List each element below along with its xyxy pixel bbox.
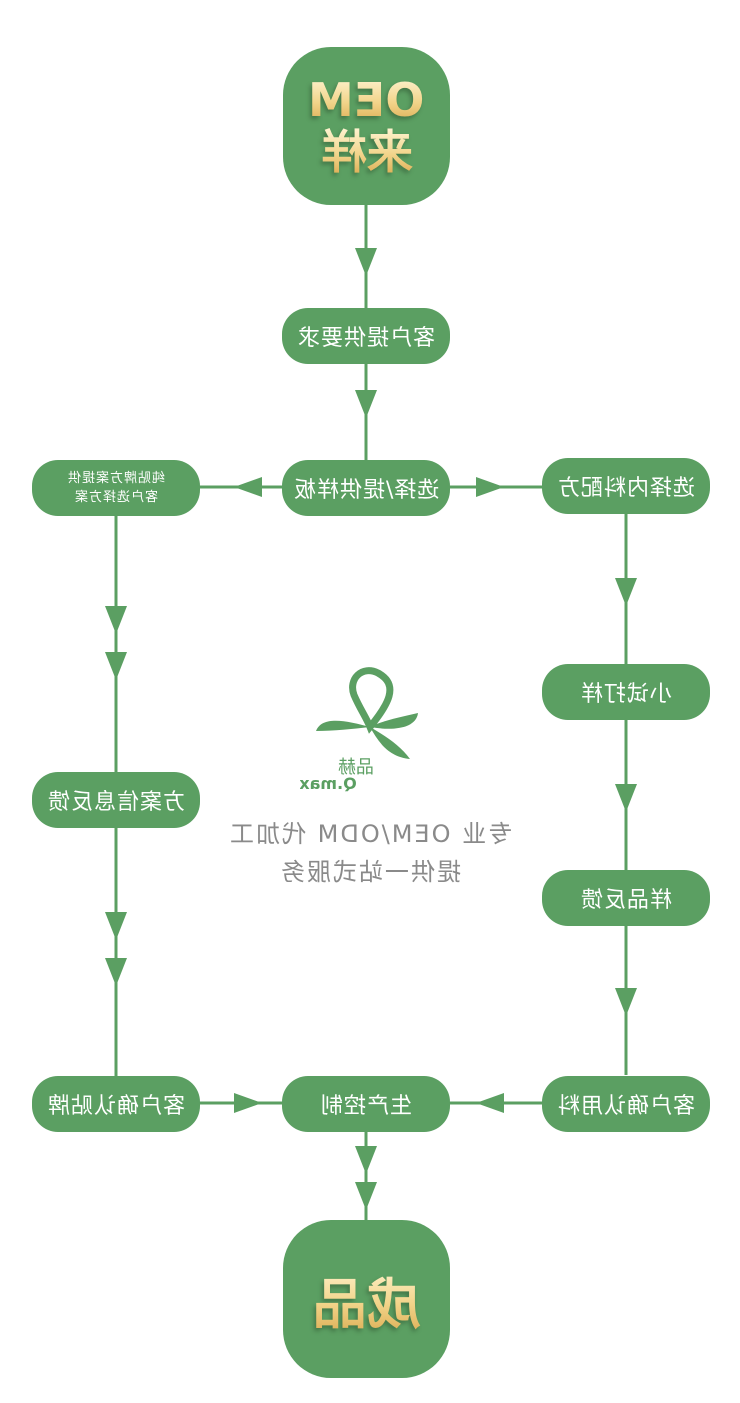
step-select-formula: 选择内料配方 — [542, 458, 710, 514]
arrow-down-icon — [105, 606, 127, 634]
arrow-down-icon — [355, 248, 377, 276]
step-select-sample: 选择/提供样板 — [282, 460, 450, 516]
step-label: 客户确认贴牌 — [46, 1094, 185, 1119]
arrow-down-icon — [355, 1182, 377, 1210]
start-title-oem: OEM — [308, 73, 425, 127]
arrow-down-icon — [615, 784, 637, 812]
slogan-line2: 提供一站式服务 — [210, 852, 530, 887]
arrow-down-icon — [105, 912, 127, 940]
brand-latin: Q.max — [300, 774, 357, 793]
arrow-right-icon — [476, 477, 504, 497]
arrow-down-icon — [615, 578, 637, 606]
step-label: 小试打样 — [579, 682, 672, 707]
step-customer-request: 客户提供要求 — [282, 308, 450, 364]
arrow-left-icon — [476, 1093, 504, 1113]
arrow-down-icon — [615, 988, 637, 1016]
step-confirm-label: 客户确认贴牌 — [32, 1076, 200, 1132]
arrow-down-icon — [105, 652, 127, 680]
step-label-line2: 客户选择方案 — [73, 490, 158, 505]
step-label: 客户确认用料 — [556, 1094, 695, 1119]
step-trial-sample: 小试打样 — [542, 664, 710, 720]
arrow-down-icon — [355, 390, 377, 418]
arrow-right-icon — [234, 1093, 262, 1113]
slogan-text-2: 提供一站式服务 — [279, 858, 461, 886]
brand-logo: 品赫 Q.max — [299, 665, 440, 795]
arrow-down-icon — [355, 1146, 377, 1174]
step-plan-feedback: 方案信息反馈 — [32, 772, 200, 828]
step-label: 选择内料配方 — [556, 476, 695, 501]
step-sample-feedback: 样品反馈 — [542, 870, 710, 926]
end-title: 成品 — [313, 1260, 421, 1339]
step-confirm-material: 客户确认用料 — [542, 1076, 710, 1132]
step-label: 客户提供要求 — [296, 326, 435, 351]
step-label: 样品反馈 — [579, 888, 672, 913]
arrowheads — [105, 248, 637, 1210]
step-label: 方案信息反馈 — [46, 790, 185, 815]
arrow-down-icon — [105, 958, 127, 986]
start-title-sample: 来样 — [320, 125, 413, 179]
start-node: OEM 来样 — [283, 47, 450, 205]
step-label-line1: 纯贴牌方案提供 — [66, 471, 165, 486]
step-label: 生产控制 — [319, 1094, 412, 1119]
end-node: 成品 — [283, 1220, 450, 1378]
arrow-left-icon — [234, 477, 262, 497]
brand-name: 品赫 — [338, 757, 374, 778]
step-brand-plan: 纯贴牌方案提供 客户选择方案 — [32, 460, 200, 516]
step-label: 选择/提供样板 — [292, 478, 440, 503]
clover-leaf-logo-icon: 品赫 Q.max — [299, 667, 418, 793]
step-production-control: 生产控制 — [282, 1076, 450, 1132]
slogan-line1: 专业 OEM/ODM 代加工 — [210, 814, 530, 849]
slogan-text-1: 专业 OEM/ODM 代加工 — [227, 820, 513, 848]
